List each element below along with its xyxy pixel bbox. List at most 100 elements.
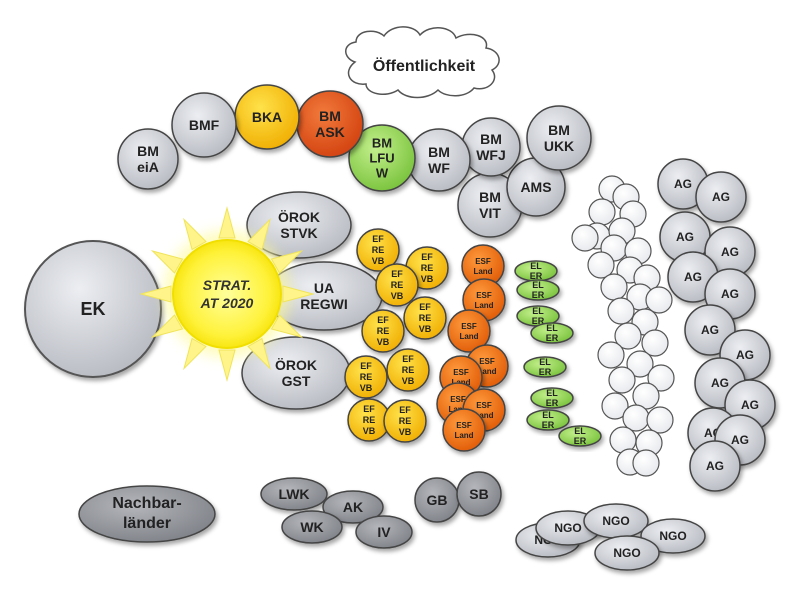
sun-rays [139,206,315,382]
eler-node-line-2: ER [546,398,559,408]
esf-group: ESFLandESFLandESFLandESFLandESFLandESFLa… [436,244,509,452]
oval-orok-stvk-line-2: STVK [280,225,317,241]
ministry-bmvit-line-1: BM [479,189,501,205]
eler-node-line-1: EL [532,306,544,316]
ag-node-line-1: AG [736,348,754,362]
white-bubble [646,406,674,434]
esf-node-line-1: ESF [476,401,492,410]
ngo-node-line-1: NGO [659,529,686,543]
efre-node-line-3: VB [419,324,432,334]
sun-ray [247,217,271,251]
white-bubble [600,273,628,301]
ag-node-line-1: AG [731,433,749,447]
esf-node-line-2: Land [474,411,493,420]
efre-node-line-3: VB [377,337,390,347]
eler-node-line-1: EL [532,280,544,290]
esf-node-line-2: Land [473,267,492,276]
efre-node-line-1: EF [363,404,375,414]
ministries-group: BMVITAMSBMUKKBMWFJBMWFBMLFUWBMASKBKABMFB… [117,84,592,238]
white-bubble [607,297,635,325]
ngo-node: NGO [594,535,660,571]
esf-node-line-1: ESF [456,421,472,430]
sun-ray [218,206,236,239]
ministry-bmeia-line-1: BM [137,143,159,159]
esf-node-line-1: ESF [475,257,491,266]
sun-ray [183,217,207,251]
efre-node-line-3: VB [363,426,376,436]
ag-node-line-1: AG [676,230,694,244]
ministry-bmf-line-1: BMF [189,117,220,133]
eler-node-line-1: EL [574,426,586,436]
ministry-bka-line-1: BKA [252,109,282,125]
ak-node-line-1: AK [343,499,363,515]
esf-node-line-2: Land [454,431,473,440]
efre-node-line-3: VB [391,291,404,301]
wk-node-line-1: WK [300,519,323,535]
ag-node-line-1: AG [706,459,724,473]
ministry-bmask-line-2: ASK [315,124,345,140]
eler-node-line-2: ER [532,316,545,326]
eler-node-line-2: ER [532,290,545,300]
sun-ray [247,337,271,371]
sun-line2: AT 2020 [200,295,254,311]
oval-orok-gst-line-2: GST [282,373,311,389]
ngo-node: NGO [640,518,706,554]
eler-node-line-1: EL [542,410,554,420]
iv-node: IV [355,515,413,549]
efre-node-line-3: VB [399,427,412,437]
oval-orok-stvk-line-1: ÖROK [278,209,320,225]
ministry-bka: BKA [234,84,300,150]
ngo-node: NGO [583,503,649,539]
esf-node-line-1: ESF [453,368,469,377]
ag-node: AG [695,171,747,223]
white-bubble [588,198,616,226]
eler-node-line-2: ER [542,420,555,430]
ek-node: EK [24,240,162,378]
white-bubble [597,341,625,369]
efre-node-line-2: RE [377,326,390,336]
sb-node: SB [456,471,502,517]
ngo-node-line-1: NGO [613,546,640,560]
efre-node-line-2: RE [421,263,434,273]
sun-ray [270,314,304,338]
ministry-bmukk-line-1: BM [548,122,570,138]
ngo-group: NGONGONGONGONGO [515,503,706,571]
ngo-node-line-1: NGO [602,514,629,528]
ag-node-line-1: AG [711,376,729,390]
efre-node-line-1: EF [391,269,403,279]
esf-node-line-1: ESF [461,322,477,331]
ag-node-line-1: AG [721,287,739,301]
white-bubble [587,251,615,279]
efre-node-line-2: RE [419,313,432,323]
esf-node-line-1: ESF [450,395,466,404]
efre-node-line-1: EF [377,315,389,325]
oval-orok-gst-line-1: ÖROK [275,357,317,373]
efre-node-line-3: VB [421,274,434,284]
efre-node-line-3: VB [402,376,415,386]
white-bubble [641,329,669,357]
sun-ray [150,314,184,338]
esf-node-line-2: Land [477,367,496,376]
white-bubble [571,224,599,252]
eler-node-line-2: ER [539,367,552,377]
sun-ray [150,250,184,274]
strategy-sun: STRAT. AT 2020 [139,206,315,382]
ministry-ams: AMS [506,157,566,217]
white-bubble [647,364,675,392]
